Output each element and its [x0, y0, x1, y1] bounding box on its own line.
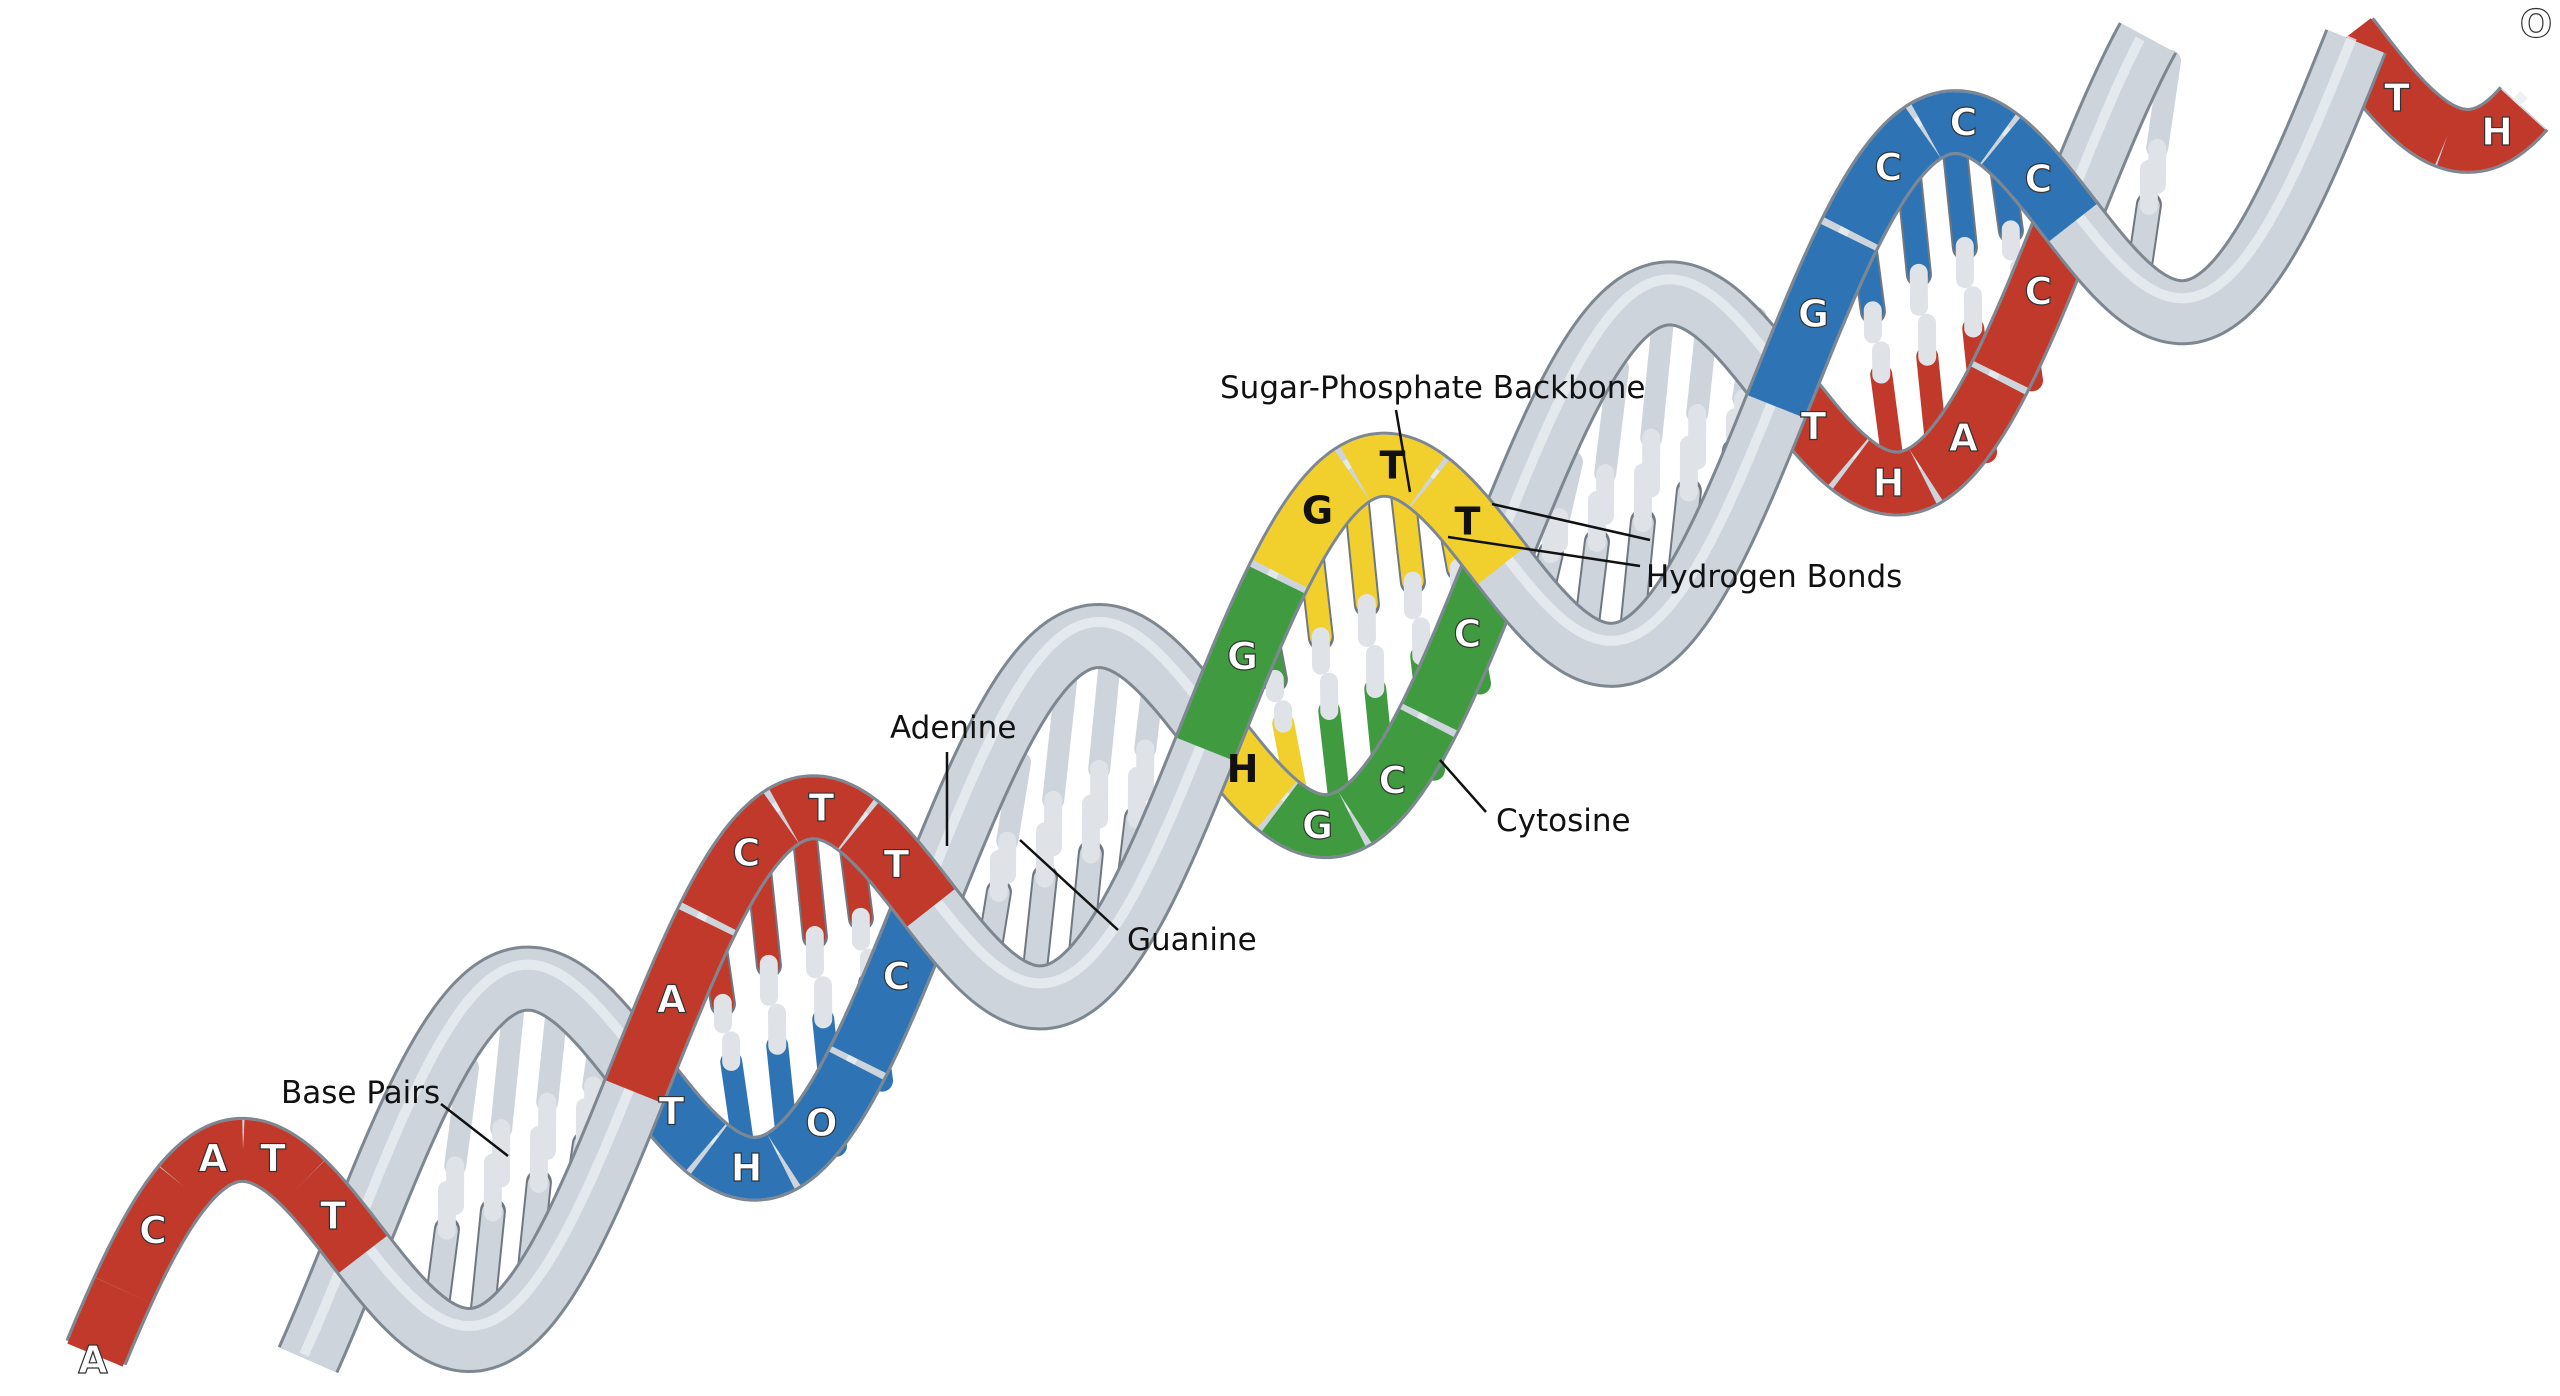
base-letter: G — [1227, 635, 1258, 679]
backbone-segment-red — [682, 793, 799, 930]
base-letter: T — [1380, 443, 1406, 487]
label-adenine-text: Adenine — [890, 710, 1016, 746]
base-letter: H — [1227, 747, 1259, 791]
backbone-segment-red — [606, 909, 733, 1103]
backbone-segment-blue — [767, 1051, 883, 1186]
base-letter: T — [260, 1137, 286, 1181]
base-letter: T — [884, 842, 910, 886]
backbone-segment-yellow — [1340, 434, 1445, 506]
rung-half-back — [1594, 357, 1629, 485]
label-hydrogen-bonds: Hydrogen Bonds — [1447, 502, 1902, 595]
label-cytosine-text: Cytosine — [1496, 803, 1631, 839]
leader-line — [1439, 759, 1487, 813]
base-letter: G — [1302, 488, 1333, 532]
base-letter: T — [320, 1194, 346, 1238]
backbone-segment-blue — [1748, 224, 1875, 418]
label-guanine: Guanine — [1019, 839, 1257, 958]
base-letter: T — [2384, 76, 2410, 120]
backbone-segment-blue — [1981, 117, 2097, 242]
base-letter: A — [657, 977, 687, 1021]
base-letter: C — [1875, 146, 1903, 190]
base-letter: H — [2481, 110, 2513, 154]
label-backbone-text: Sugar-Phosphate Backbone — [1220, 370, 1645, 406]
leader-line — [1491, 502, 1651, 542]
base-letter: C — [1950, 101, 1978, 145]
backbone-segment-red — [1909, 366, 2025, 500]
base-letter: O — [805, 1101, 837, 1145]
backbone-segment-blue — [1911, 92, 2016, 164]
leader-line — [1019, 839, 1119, 931]
backbone-segment-red — [160, 1119, 244, 1206]
rung-half-back — [444, 1056, 479, 1177]
base-letter: A — [1949, 416, 1979, 460]
rung-half-back — [996, 751, 1031, 852]
label-backbone: Sugar-Phosphate Backbone — [1220, 370, 1645, 493]
base-letter: C — [1379, 758, 1407, 802]
backbone-segment-red — [241, 1119, 324, 1204]
base-letter: C — [883, 955, 911, 999]
backbone-segment-blue — [1824, 108, 1941, 245]
base-letter: C — [1454, 612, 1482, 656]
label-base-pairs: Base Pairs — [281, 1075, 509, 1157]
label-hydrogen-bonds-text: Hydrogen Bonds — [1646, 559, 1902, 595]
backbone-segment-red — [67, 1277, 151, 1367]
base-letter: C — [2025, 270, 2053, 314]
backbone-segment-red — [95, 1167, 207, 1303]
backbone-segment-red — [769, 777, 874, 849]
label-guanine-text: Guanine — [1127, 922, 1257, 958]
base-letter: H — [1873, 461, 1905, 505]
base-letter: A — [78, 1338, 108, 1382]
rung-half-back — [1640, 298, 1675, 449]
backbone-segment-red — [839, 803, 955, 927]
base-letter: G — [1302, 803, 1333, 847]
base-letter: C — [2025, 157, 2053, 201]
rung-half-back — [2146, 49, 2181, 159]
label-cytosine: Cytosine — [1439, 759, 1631, 839]
backbone-segment-red — [281, 1161, 387, 1273]
base-letter: T — [809, 786, 835, 830]
base-letter: G — [1798, 292, 1829, 336]
backbone-segment-green — [1262, 783, 1366, 857]
leader-line — [1394, 409, 1412, 493]
backbone-segment-green — [1338, 709, 1454, 843]
base-letter: O — [2520, 2, 2552, 46]
base-letter: T — [659, 1090, 685, 1134]
base-letter: H — [731, 1146, 763, 1190]
base-letter: C — [733, 831, 761, 875]
backbone-segment-green — [1177, 566, 1304, 761]
base-letter: A — [198, 1137, 228, 1181]
leader-line — [440, 1103, 509, 1157]
label-adenine: Adenine — [890, 710, 1016, 846]
label-base-pairs-text: Base Pairs — [281, 1075, 440, 1111]
rung-half-back — [490, 990, 525, 1140]
backbone-segment-red — [1833, 440, 1937, 514]
backbone-segment-red — [2437, 89, 2546, 171]
backbone-segment-blue — [691, 1125, 795, 1199]
backbone-segment-yellow — [1410, 460, 1526, 584]
backbone-strands — [65, 17, 2549, 1374]
base-letter: T — [1801, 405, 1827, 449]
base-letter: T — [1455, 500, 1481, 544]
base-letter: C — [139, 1209, 167, 1253]
strand-front — [65, 29, 2387, 1374]
rung-half-back — [1042, 670, 1077, 811]
backbone-segment-yellow — [1253, 450, 1370, 588]
leader-line — [1447, 535, 1641, 568]
